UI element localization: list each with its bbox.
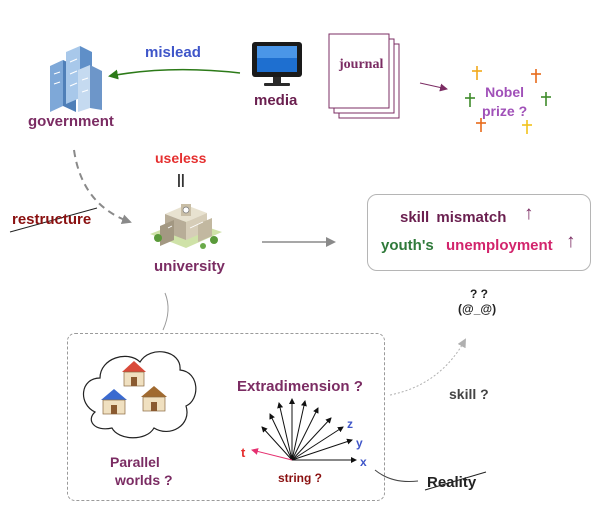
campus-icon — [150, 204, 222, 249]
axis-y-label: y — [356, 436, 363, 450]
skill-question-label: skill ? — [449, 386, 489, 402]
house-icon — [101, 389, 127, 415]
node-media-label: media — [254, 92, 298, 109]
reality-strike — [424, 471, 487, 491]
house-icon — [141, 386, 167, 412]
edge-mislead-label: mislead — [145, 44, 201, 61]
node-university-label: university — [154, 258, 225, 275]
dimension-rays — [261, 398, 357, 463]
node-nobel-label: Nobel prize ? — [482, 83, 527, 121]
question-marks: ? ? — [470, 287, 488, 301]
parallel-line-2: worlds ? — [115, 472, 173, 488]
unemployment-label: unemployment — [446, 237, 553, 254]
cloud-icon — [82, 351, 197, 439]
youths-label: youth's — [381, 237, 434, 254]
outcome-box — [367, 194, 591, 271]
confused-face: (@_@) — [458, 302, 497, 316]
restructure-label: restructure — [12, 211, 92, 228]
time-axis — [251, 448, 293, 461]
reality-connector — [374, 469, 419, 482]
node-journal-label: journal — [339, 57, 384, 72]
restructure-strike — [9, 207, 98, 233]
monitor-icon — [252, 42, 302, 86]
physics-group-box — [67, 333, 385, 501]
parallel-worlds-label: Parallel worlds ? — [110, 453, 173, 489]
nobel-line-2: prize ? — [482, 103, 528, 119]
nobel-line-1: Nobel — [485, 84, 524, 100]
skill-arrow — [389, 338, 466, 396]
parallel-line-1: Parallel — [110, 454, 160, 470]
string-label: string ? — [278, 471, 322, 485]
house-icon — [122, 361, 146, 387]
journal-nobel-arrow — [419, 82, 448, 92]
node-government-label: government — [28, 113, 114, 130]
cross-icon — [465, 66, 551, 134]
axis-z-label: z — [347, 417, 353, 431]
up-arrow-icon: ↑ — [524, 203, 534, 224]
axis-t-label: t — [241, 445, 246, 460]
up-arrow-icon: ↑ — [566, 231, 576, 252]
buildings-icon — [50, 46, 102, 112]
university-box-connector — [162, 292, 169, 331]
restructure-arrow — [73, 149, 132, 225]
equals-sign: || — [177, 171, 185, 187]
useless-label: useless — [155, 150, 207, 166]
extradimension-label: Extradimension ? — [237, 378, 363, 395]
axis-x-label: x — [360, 455, 367, 469]
skill-mismatch-label: skill mismatch — [400, 209, 507, 226]
reality-label: Reality — [427, 474, 477, 491]
document-stack-icon — [328, 33, 400, 119]
mislead-arrow — [108, 68, 241, 80]
